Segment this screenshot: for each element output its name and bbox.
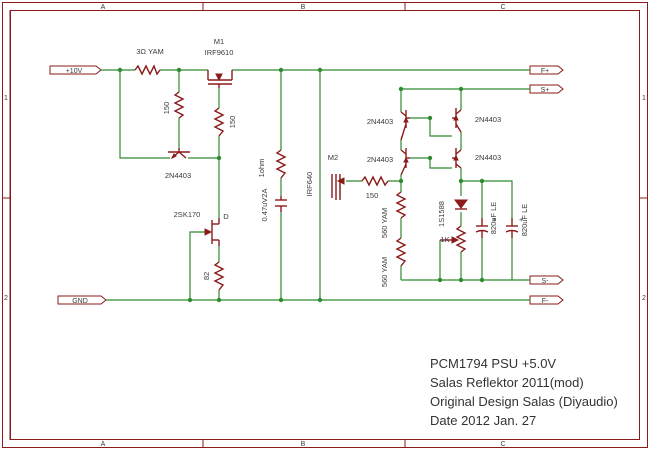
capacitor-820-b-plus: +: [519, 215, 524, 224]
port-splus-label: S+: [541, 87, 550, 94]
capacitor-047: 0.47uV2A: [260, 189, 287, 222]
grid-label-right-2: 2: [642, 295, 646, 302]
resistor-3ohm: 3Ω YAM: [134, 47, 164, 76]
capacitor-820-b-label: 820uF LE: [520, 204, 529, 237]
resistor-150-mid-label: 150: [228, 116, 237, 129]
capacitor-820-b: + 820uF LE: [505, 204, 529, 238]
transistor-q2-label: 2N4403: [367, 117, 393, 126]
transistor-q3: 2N4403: [452, 108, 501, 133]
port-sminus: S-: [529, 275, 564, 285]
transistor-q5: 2N4403: [452, 148, 501, 169]
capacitor-820-a: + 820uF LE: [475, 202, 498, 238]
resistor-560-top-label: 560 YAM: [380, 208, 389, 238]
title-line-3: Original Design Salas (Diyaudio): [430, 394, 618, 409]
resistor-150-left-label: 150: [162, 102, 171, 115]
grid-label-bottom-c: C: [500, 441, 505, 448]
port-gnd-label: GND: [72, 298, 88, 305]
transistor-q3-label: 2N4403: [475, 115, 501, 124]
jfet-type: 2SK170: [174, 210, 201, 219]
mosfet-m1-type: IRF9610: [205, 48, 234, 57]
port-splus: S+: [529, 84, 564, 94]
grid-label-top-b: B: [301, 4, 306, 11]
transistor-q4: 2N4403: [367, 148, 410, 176]
potentiometer-1k-label: 1K: [440, 235, 449, 244]
title-block: PCM1794 PSU +5.0V Salas Reflektor 2011(m…: [430, 356, 618, 428]
resistor-82-label: 82: [202, 272, 211, 280]
diode-1s1588-label: 1S1588: [437, 201, 446, 227]
grid-label-top-a: A: [101, 4, 106, 11]
grid-label-right-1: 1: [642, 95, 646, 102]
resistor-3ohm-label: 3Ω YAM: [136, 47, 164, 56]
port-fplus: F+: [529, 65, 564, 75]
resistor-150-mid: 150: [213, 107, 237, 137]
mosfet-m2: M2 IRF640: [305, 153, 345, 200]
resistor-150-gate: 150: [361, 175, 389, 200]
mosfet-m1-ref: M1: [214, 37, 224, 46]
resistor-560-top: 560 YAM: [380, 191, 407, 238]
title-line-1: PCM1794 PSU +5.0V: [430, 356, 556, 371]
resistor-560-bottom: 560 YAM: [380, 237, 407, 287]
port-fplus-label: F+: [541, 68, 549, 75]
resistor-150-gate-label: 150: [366, 191, 379, 200]
jfet-2sk170: 2SK170 D: [174, 210, 229, 246]
port-fminus: F-: [529, 295, 564, 305]
port-vin: +10V: [49, 65, 102, 75]
transistor-pnp-left: 2N4403: [165, 148, 191, 180]
resistor-1ohm-label: 1ohm: [257, 159, 266, 178]
mosfet-m2-type: IRF640: [305, 172, 314, 197]
resistor-82: 82: [202, 261, 225, 291]
grid-label-left-2: 2: [4, 295, 8, 302]
diode-1s1588: 1S1588: [437, 199, 468, 227]
transistor-pnp-left-label: 2N4403: [165, 171, 191, 180]
grid-label-left-1: 1: [4, 95, 8, 102]
transistor-q4-label: 2N4403: [367, 155, 393, 164]
capacitor-820-a-plus: +: [492, 215, 497, 224]
port-fminus-label: F-: [542, 298, 549, 305]
port-vin-label: +10V: [66, 68, 83, 75]
title-line-4: Date 2012 Jan. 27: [430, 413, 536, 428]
grid-label-top-c: C: [500, 4, 505, 11]
capacitor-047-label: 0.47uV2A: [260, 189, 269, 222]
grid-label-bottom-b: B: [301, 441, 306, 448]
capacitor-820-a-label: 820uF LE: [489, 202, 498, 235]
transistor-q2: 2N4403: [367, 110, 410, 141]
title-line-2: Salas Reflektor 2011(mod): [430, 375, 584, 390]
transistor-q5-label: 2N4403: [475, 153, 501, 162]
port-sminus-label: S-: [542, 278, 550, 285]
potentiometer-1k: 1K: [440, 225, 467, 253]
resistor-150-left: 150: [162, 91, 185, 119]
jfet-pin: D: [223, 212, 229, 221]
grid-label-bottom-a: A: [101, 441, 106, 448]
resistor-560-bottom-label: 560 YAM: [380, 257, 389, 287]
mosfet-m2-ref: M2: [328, 153, 338, 162]
junctions: [117, 67, 485, 303]
port-gnd: GND: [57, 295, 107, 305]
mosfet-m1: M1 IRF9610: [205, 37, 234, 88]
resistor-1ohm: 1ohm: [257, 149, 287, 179]
